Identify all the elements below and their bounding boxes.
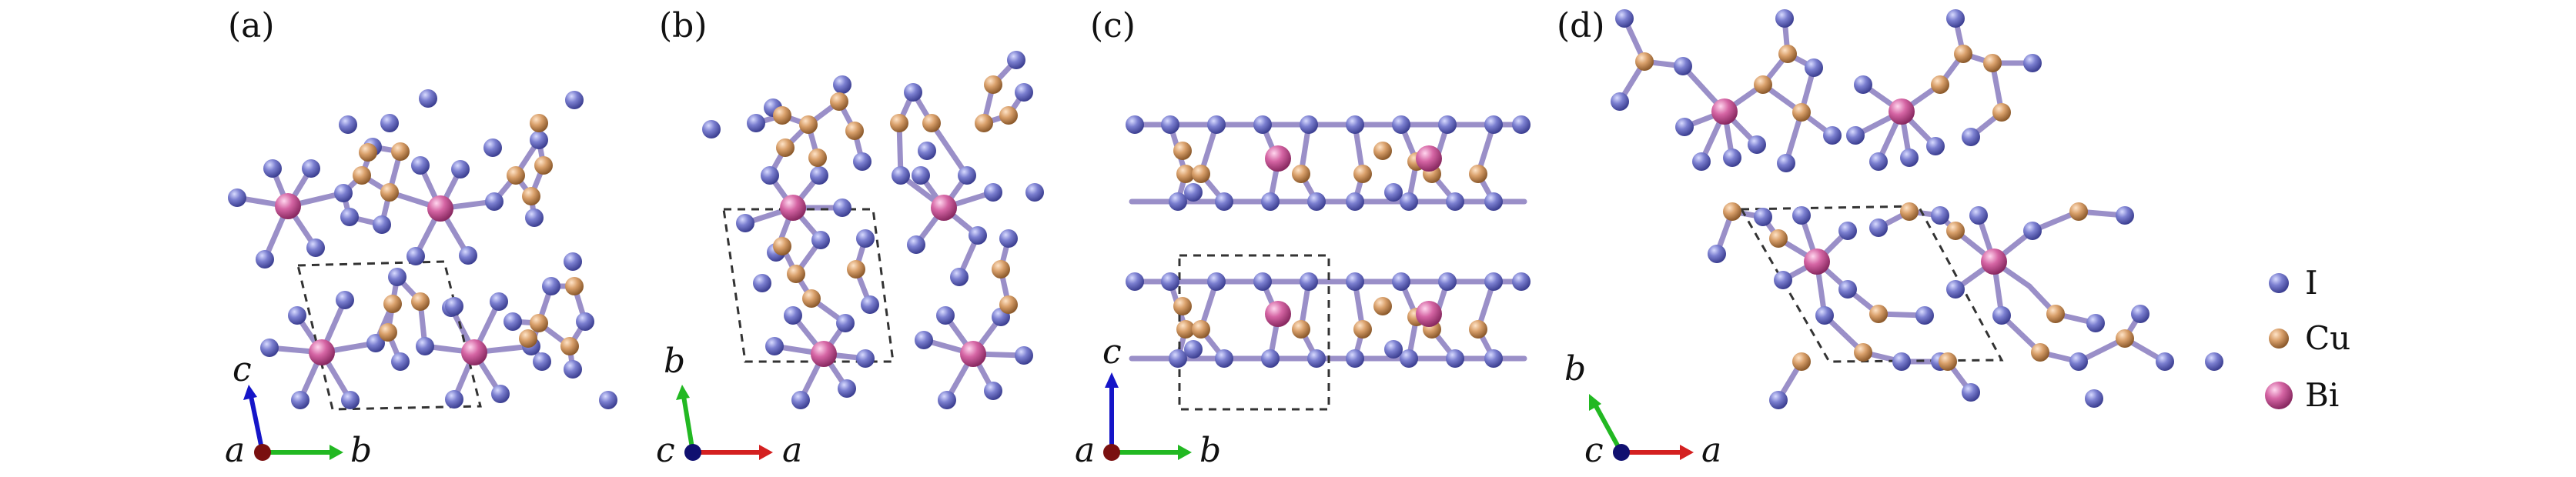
panel-d-axes: c a b [1564,349,1721,470]
legend-label-bismuth: Bi [2305,376,2339,414]
panel-a-axes: a b c [225,350,372,470]
panel-d-structure [1611,9,2223,409]
panel-c-iodine-atoms [1126,115,1531,368]
panel-b-axis-b: b [664,342,685,381]
panel-b-unit-cell [722,208,895,363]
panel-b-label: (b) [659,6,708,45]
panel-d-iodine-atoms [1611,9,2223,409]
panel-b-iodine-atoms [702,51,1044,409]
panel-c-axis-a: a [1075,431,1095,470]
copper-atom-swatch [2269,329,2289,349]
iodine-atom-swatch [2269,273,2289,293]
panel-a-axis-a: a [225,431,245,470]
legend: I Cu Bi [2265,264,2350,414]
panel-c-bismuth-atoms [1265,145,1442,327]
panel-b-copper-atoms [773,75,1018,314]
panel-a: (a) [225,6,617,470]
panel-b-axes: c a b [656,342,802,470]
panel-a-label: (a) [228,6,275,45]
panel-a-unit-cell [296,260,482,411]
panel-c-axis-b: b [1199,431,1221,470]
legend-label-copper: Cu [2305,319,2350,357]
panel-b-axis-a: a [782,431,802,470]
panel-d-bismuth-atoms [1711,98,2007,275]
panel-a-copper-atoms [353,114,584,355]
panel-d-unit-cell [1739,205,2004,363]
panel-a-axis-b: b [350,431,372,470]
panel-a-structure [228,89,617,411]
panel-b-bismuth-atoms [780,195,986,367]
panel-b-axis-c: c [656,431,675,470]
panel-c: (c) [1075,6,1531,470]
legend-item-copper: Cu [2269,319,2350,357]
panel-c-axis-c: c [1102,332,1122,372]
legend-item-bismuth: Bi [2265,376,2339,414]
panel-c-label: (c) [1090,6,1136,45]
legend-item-iodine: I [2269,264,2318,302]
panel-a-axis-c: c [233,350,252,389]
panel-d: (d) [1557,6,2223,470]
panel-b-structure [702,51,1044,409]
panel-d-axis-a: a [1701,431,1721,470]
bismuth-atom-swatch [2265,382,2293,409]
panel-c-axes: a b c [1075,332,1221,470]
legend-label-iodine: I [2305,264,2318,302]
panel-a-iodine-atoms [228,89,617,409]
panel-d-label: (d) [1557,6,1605,45]
panel-d-axis-b: b [1564,349,1586,389]
panel-d-axis-c: c [1584,431,1604,470]
panel-a-bismuth-atoms [275,193,487,365]
panel-b: (b) [656,6,1044,470]
panel-d-copper-atoms [1635,45,2134,371]
panel-c-structure [1126,115,1531,411]
